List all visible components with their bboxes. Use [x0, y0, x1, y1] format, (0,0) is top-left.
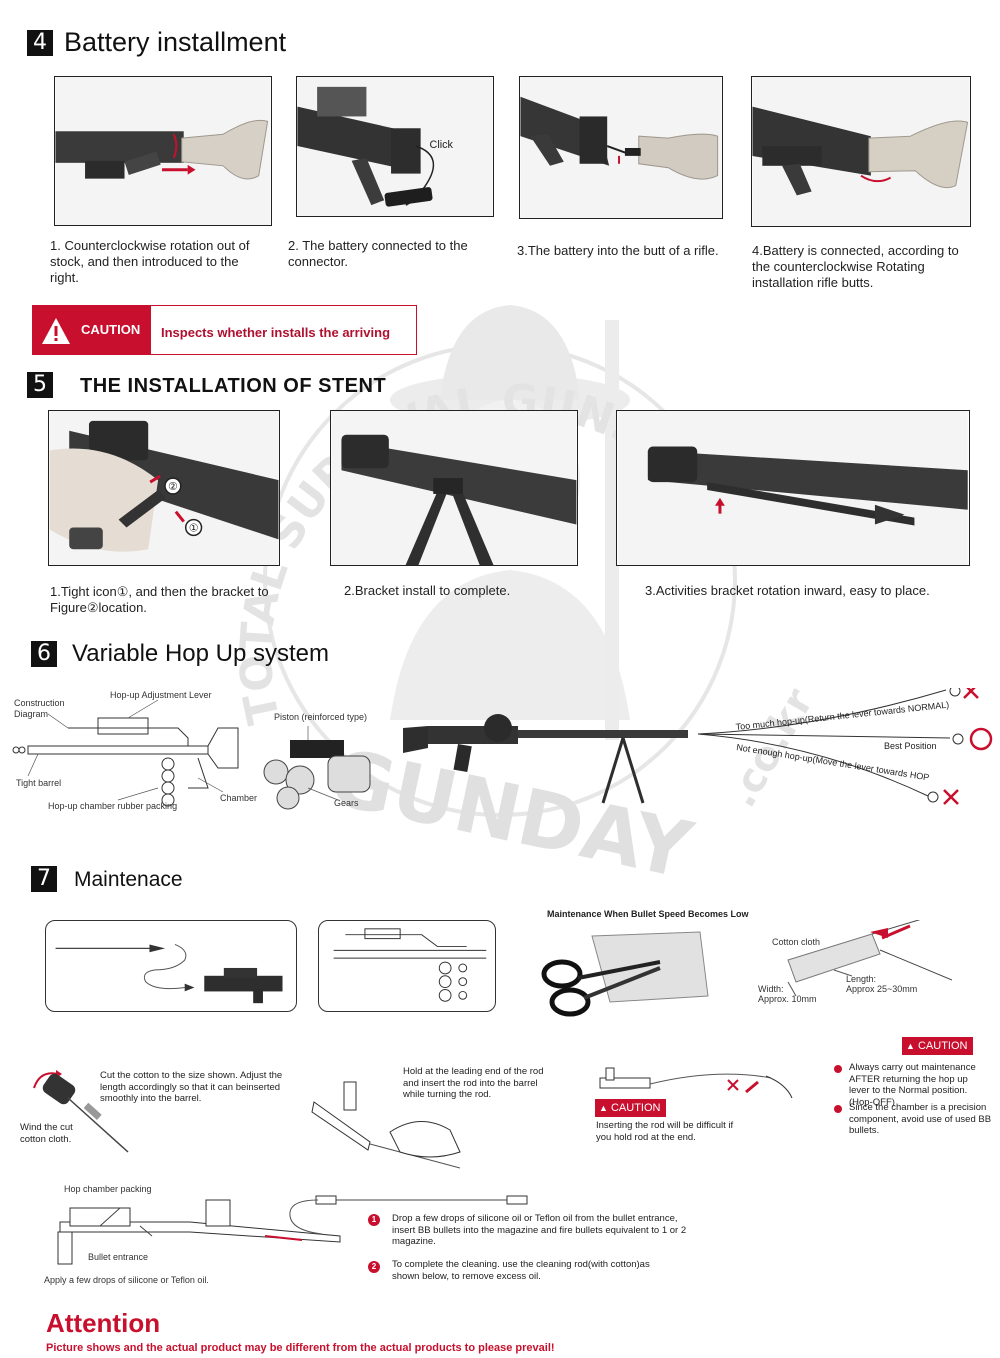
wind-cotton-illustration — [28, 1064, 138, 1154]
warning-icon — [42, 318, 70, 344]
tight-barrel-label: Tight barrel — [16, 778, 62, 788]
gears-label: Gears — [334, 798, 359, 808]
click-label: Click — [430, 139, 454, 151]
battery-step-4-photo — [751, 76, 971, 227]
caution-badge-right: ▲ CAUTION — [902, 1037, 974, 1055]
construction-diagram-label: Construction Diagram — [14, 698, 65, 719]
chamber-packing-label: Hop-up chamber rubber packing — [48, 801, 178, 811]
stent-step-1-caption: 1.Tight icon①, and then the bracket to F… — [50, 584, 269, 615]
attention-text: Picture shows and the actual product may… — [46, 1342, 555, 1354]
stent-step-1-photo: ② ① — [48, 410, 280, 566]
section-7-title: Maintenace — [74, 868, 183, 891]
hold-rod-text: Hold at the leading end of the rod and i… — [403, 1066, 544, 1100]
battery-step-1-caption: 1. Counterclockwise rotation out of stoc… — [50, 238, 250, 285]
cut-cotton-text: Cut the cotton to the size shown. Adjust… — [100, 1070, 283, 1104]
stent-step-2-photo — [330, 410, 578, 566]
caution-text: Inspects whether installs the arriving — [161, 325, 391, 340]
stent-step-3-photo — [616, 410, 970, 566]
warning-icon: ▲ — [599, 1103, 608, 1113]
step-2-text: To complete the cleaning. use the cleani… — [392, 1259, 650, 1282]
battery-step-3-photo — [519, 76, 723, 219]
hopup-trajectory-diagram: Too much hop-up(Return the lever towards… — [398, 683, 998, 818]
stent-mark-1: ① — [189, 521, 199, 534]
best-position-label: Best Position — [884, 741, 937, 751]
step-1-number: 1 — [368, 1214, 380, 1226]
length-label: Length: — [846, 974, 877, 984]
section-5-number: 5 — [27, 372, 53, 398]
caution-badge-right-label: CAUTION — [917, 1040, 968, 1052]
battery-step-2-photo: Click — [296, 76, 494, 217]
stent-step-2-caption: 2.Bracket install to complete. — [344, 583, 511, 598]
rod-caution-text: Inserting the rod will be difficult if y… — [596, 1120, 734, 1143]
hopup-mechanism-panel — [318, 920, 496, 1012]
hold-rod-illustration — [310, 1072, 465, 1172]
cotton-cloth-label: Cotton cloth — [772, 937, 821, 947]
battery-step-4-caption: 4.Battery is connected, according to the… — [752, 243, 959, 290]
hopup-construction-diagram: Construction Diagram Hop-up Adjustment L… — [8, 688, 388, 818]
caution-label-box: CAUTION — [33, 306, 151, 354]
cleaning-rod-panel — [45, 920, 297, 1012]
note-2-bullet — [834, 1105, 842, 1113]
section-6-title: Variable Hop Up system — [72, 640, 329, 667]
chamber-oil-illustration — [40, 1196, 370, 1271]
battery-step-3-caption: 3.The battery into the butt of a rifle. — [517, 243, 719, 258]
width-label: Width: — [758, 984, 784, 994]
note-1-bullet — [834, 1065, 842, 1073]
cleaning-rod-illustration — [282, 1190, 532, 1240]
chamber-label: Chamber — [220, 793, 258, 803]
stent-step-3-caption: 3.Activities bracket rotation inward, ea… — [645, 583, 930, 598]
attention-title: Attention — [46, 1308, 161, 1338]
section-4-title: Battery installment — [64, 27, 287, 57]
warning-icon: ▲ — [906, 1041, 915, 1051]
section-6-number: 6 — [31, 641, 57, 667]
step-2-number: 2 — [368, 1261, 380, 1273]
hopup-lever-label: Hop-up Adjustment Lever — [110, 690, 212, 700]
battery-step-2-caption: 2. The battery connected to the connecto… — [288, 238, 468, 269]
section-5-title: THE INSTALLATION OF STENT — [80, 375, 387, 397]
length-value: Approx 25~30mm — [846, 984, 918, 994]
caution-badge-rod-label: CAUTION — [610, 1102, 661, 1114]
bullet-speed-title: Maintenance When Bullet Speed Becomes Lo… — [547, 909, 749, 919]
section-7-number: 7 — [31, 866, 57, 892]
apply-oil-text: Apply a few drops of silicone or Teflon … — [44, 1275, 209, 1285]
bullet-entrance-label: Bullet entrance — [88, 1252, 149, 1262]
hop-chamber-packing-label: Hop chamber packing — [64, 1184, 152, 1194]
section-4-number: 4 — [27, 30, 53, 56]
width-value: Approx. 10mm — [758, 994, 817, 1004]
scissors-illustration — [540, 922, 720, 1022]
cotton-cloth-illustration — [752, 915, 953, 1010]
caution-banner: CAUTION Inspects whether installs the ar… — [32, 305, 417, 355]
piston-label: Piston (reinforced type) — [274, 712, 368, 722]
rod-caution-illustration — [596, 1064, 796, 1104]
note-2-text: Since the chamber is a precision compone… — [849, 1102, 992, 1136]
too-much-hopup-label: Too much hop-up(Return the lever towards… — [735, 700, 949, 732]
stent-mark-2: ② — [168, 480, 178, 493]
battery-step-1-photo — [54, 76, 272, 226]
step-1-text: Drop a few drops of silicone oil or Tefl… — [392, 1213, 687, 1247]
note-1-text: Always carry out maintenance AFTER retur… — [849, 1062, 976, 1108]
wind-cotton-text: Wind the cut cotton cloth. — [20, 1122, 73, 1145]
caution-label: CAUTION — [81, 322, 141, 337]
caution-badge-rod: ▲ CAUTION — [595, 1099, 667, 1117]
